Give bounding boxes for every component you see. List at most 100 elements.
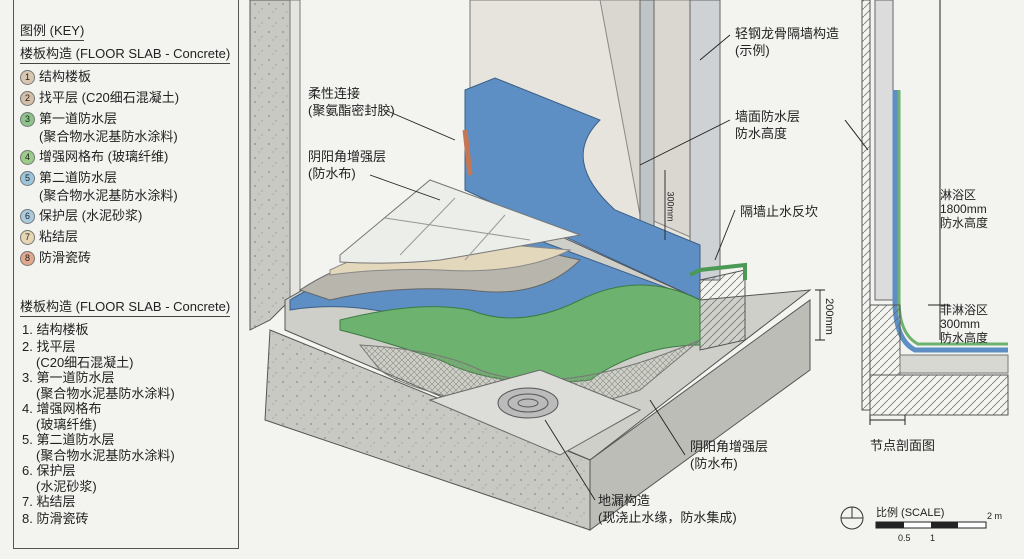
legend-item-label: 粘结层 [39, 229, 79, 244]
steel-stud [689, 0, 721, 281]
legend-section1-title: 楼板构造 (FLOOR SLAB - Concrete) [20, 43, 231, 64]
section-detail [844, 0, 1009, 425]
label-line: 1800mm [940, 202, 987, 216]
legend-item: 1 结构楼板 [20, 68, 91, 86]
legend-item: 4 增强网格布 (玻璃纤维) [20, 148, 168, 166]
legend-item: 7 粘结层 [20, 228, 78, 246]
legend-list-item: 7. 粘结层 [22, 494, 75, 510]
scale-title: 比例 (SCALE) [876, 507, 945, 519]
legend-list-item: 8. 防滑瓷砖 [22, 511, 88, 527]
legend-list-item: 4. 增强网格布(玻璃纤维) [22, 401, 101, 433]
left-wall-edge [289, 0, 301, 301]
legend-list-item: 2. 找平层(C20细石混凝土) [22, 339, 134, 371]
legend-section2-title: 楼板构造 (FLOOR SLAB - Concrete) [20, 296, 231, 317]
callout-line: (现浇止水缘，防水集成) [598, 510, 737, 525]
scale-bar [840, 506, 987, 530]
legend-list-label: 2. 找平层 [22, 339, 76, 354]
legend-number-badge: 1 [20, 70, 35, 85]
section-title: 节点剖面图 [870, 438, 936, 453]
legend-item: 5 第二道防水层 (聚合物水泥基防水涂料) [20, 169, 178, 205]
legend-list-label: 3. 第一道防水层 [22, 370, 115, 385]
layer-mesh [358, 339, 701, 409]
drain-grate-ring [517, 398, 539, 408]
legend-number-badge: 3 [20, 112, 35, 127]
callout-line: (防水布) [308, 166, 356, 181]
legend-list-label: 5. 第二道防水层 [22, 432, 115, 447]
label-line: 非淋浴区 [940, 303, 989, 317]
dim-300mm: 300mm [665, 191, 676, 222]
callout-line: (聚氨酯密封胶) [308, 103, 395, 118]
tiles [339, 179, 582, 264]
dim-200mm: 200mm [822, 298, 835, 335]
callout-line: 阴阳角增强层 [308, 149, 387, 164]
tile-joints [384, 197, 531, 261]
legend-item-label: 防滑瓷砖 [39, 250, 92, 265]
callout-corner-reinforcement-bottom: 阴阳角增强层 (防水布) [690, 438, 768, 472]
legend-list-label: 6. 保护层 [22, 463, 76, 478]
legend-number-badge: 7 [20, 230, 35, 245]
legend-list-sublabel: (水泥砂浆) [36, 479, 97, 494]
legend-number-badge: 6 [20, 209, 35, 224]
slab-front-right [589, 299, 811, 531]
leader-lines [369, 34, 825, 501]
callout-curb: 隔墙止水反坎 [740, 204, 819, 219]
legend-item: 6 保护层 (水泥砂浆) [20, 207, 142, 225]
legend-list-label: 7. 粘结层 [22, 494, 76, 509]
scale-tick-half: 0.5 [898, 533, 911, 543]
legend-list-label: 4. 增强网格布 [22, 401, 102, 416]
legend-list-item: 1. 结构楼板 [22, 322, 88, 338]
legend-item-label: 第二道防水层 [39, 170, 118, 185]
callout-line: 地漏构造 [598, 493, 651, 508]
legend-list-sublabel: (聚合物水泥基防水涂料) [36, 386, 175, 401]
scale-end: 2 m [987, 511, 1003, 521]
legend-number-badge: 4 [20, 150, 35, 165]
legend-item-label: 保护层 (水泥砂浆) [39, 208, 143, 223]
legend-number-badge: 5 [20, 171, 35, 186]
legend-list-sublabel: (C20细石混凝土) [36, 355, 134, 370]
legend-item-label: 找平层 (C20细石混凝土) [39, 90, 180, 105]
callout-partition: 轻钢龙骨隔墙构造 (示例) [735, 25, 839, 59]
callout-flex-joint: 柔性连接 (聚氨酯密封胶) [308, 85, 395, 119]
legend-number-badge: 8 [20, 251, 35, 266]
callout-line: 阴阳角增强层 [690, 439, 769, 454]
legend-item-label: 第一道防水层 [39, 111, 118, 126]
label-line: 300mm [940, 317, 981, 331]
callout-line: (防水布) [690, 456, 738, 471]
legend-list-label: 1. 结构楼板 [22, 322, 89, 337]
legend-item-sublabel: (聚合物水泥基防水涂料) [39, 188, 178, 203]
callout-wall-waterproofing: 墙面防水层防水高度 [735, 108, 800, 142]
legend-list-sublabel: (聚合物水泥基防水涂料) [36, 448, 175, 463]
curb [699, 269, 746, 351]
legend-list-item: 5. 第二道防水层(聚合物水泥基防水涂料) [22, 432, 175, 464]
legend-panel [13, 0, 239, 549]
callout-line: 柔性连接 [308, 86, 361, 101]
scale-tick-one: 1 [930, 533, 936, 543]
callout-line: (示例) [735, 43, 770, 58]
sealant-joint [462, 129, 473, 176]
drain-grate [497, 387, 559, 419]
legend-list-label: 8. 防滑瓷砖 [22, 511, 89, 526]
callout-line: 轻钢龙骨隔墙构造 [735, 26, 840, 41]
legend-number-badge: 2 [20, 91, 35, 106]
legend-item-label: 结构楼板 [39, 69, 92, 84]
steel-stud [639, 0, 655, 251]
callout-line: 墙面防水层 [735, 109, 801, 124]
legend-item-label: 增强网格布 (玻璃纤维) [39, 149, 169, 164]
legend-item: 8 防滑瓷砖 [20, 249, 91, 267]
legend-item: 2 找平层 (C20细石混凝土) [20, 89, 179, 107]
legend-list-sublabel: (玻璃纤维) [36, 417, 97, 432]
legend-title: 图例 (KEY) [20, 20, 85, 41]
callout-line: 防水高度 [735, 126, 788, 141]
label-line: 防水高度 [940, 216, 989, 230]
label-line: 防水高度 [940, 331, 989, 345]
left-wall [249, 0, 291, 331]
drain-grate-ring [507, 393, 549, 413]
wall-waterproof-layer [464, 77, 701, 301]
legend-list-item: 6. 保护层(水泥砂浆) [22, 463, 97, 495]
callout-corner-reinforcement-top: 阴阳角增强层 (防水布) [308, 148, 386, 182]
